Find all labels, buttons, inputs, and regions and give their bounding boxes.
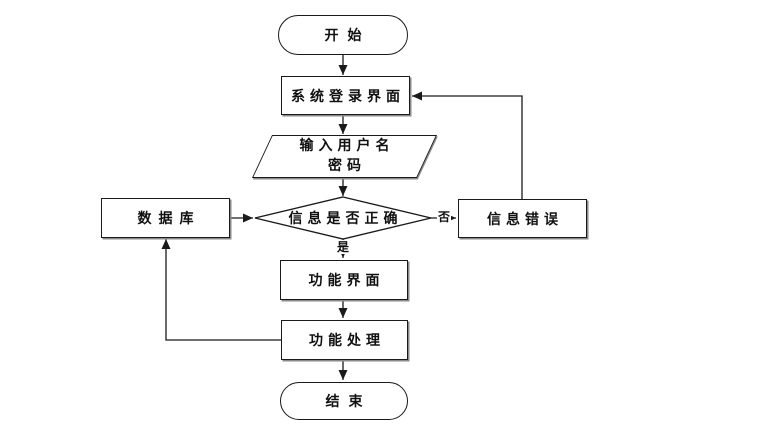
node-function-screen: 功能界面 [280,260,408,300]
edge-label-yes: 是 [336,240,350,254]
node-end-label: 结束 [325,395,372,410]
node-function-process: 功能处理 [281,320,408,360]
node-input-label-line1: 输入用户名 [299,138,395,154]
node-start: 开始 [278,15,408,55]
node-function-screen-label: 功能界面 [308,274,385,289]
node-info-error: 信息错误 [458,199,587,238]
node-start-label: 开始 [324,29,371,44]
node-login-screen: 系统登录界面 [281,76,410,115]
node-decision [254,196,432,240]
edge-label-no: 否 [437,210,451,224]
node-info-error-label: 信息错误 [487,212,563,228]
decision-diamond-shape [254,196,432,240]
node-end: 结束 [280,382,408,420]
node-database: 数据库 [101,198,230,238]
node-login-screen-label: 系统登录界面 [291,89,405,105]
node-database-label: 数据库 [137,212,201,227]
node-input-label-line2: 密码 [328,158,366,174]
node-input-label: 输入用户名 密码 [263,136,426,177]
node-input-username-password: 输入用户名 密码 [251,135,438,178]
edge-error-to-login [412,91,523,199]
node-decision-label: 信息是否正确 [288,212,403,227]
node-function-process-label: 功能处理 [309,334,385,349]
edge-func-process-to-database [161,239,281,341]
